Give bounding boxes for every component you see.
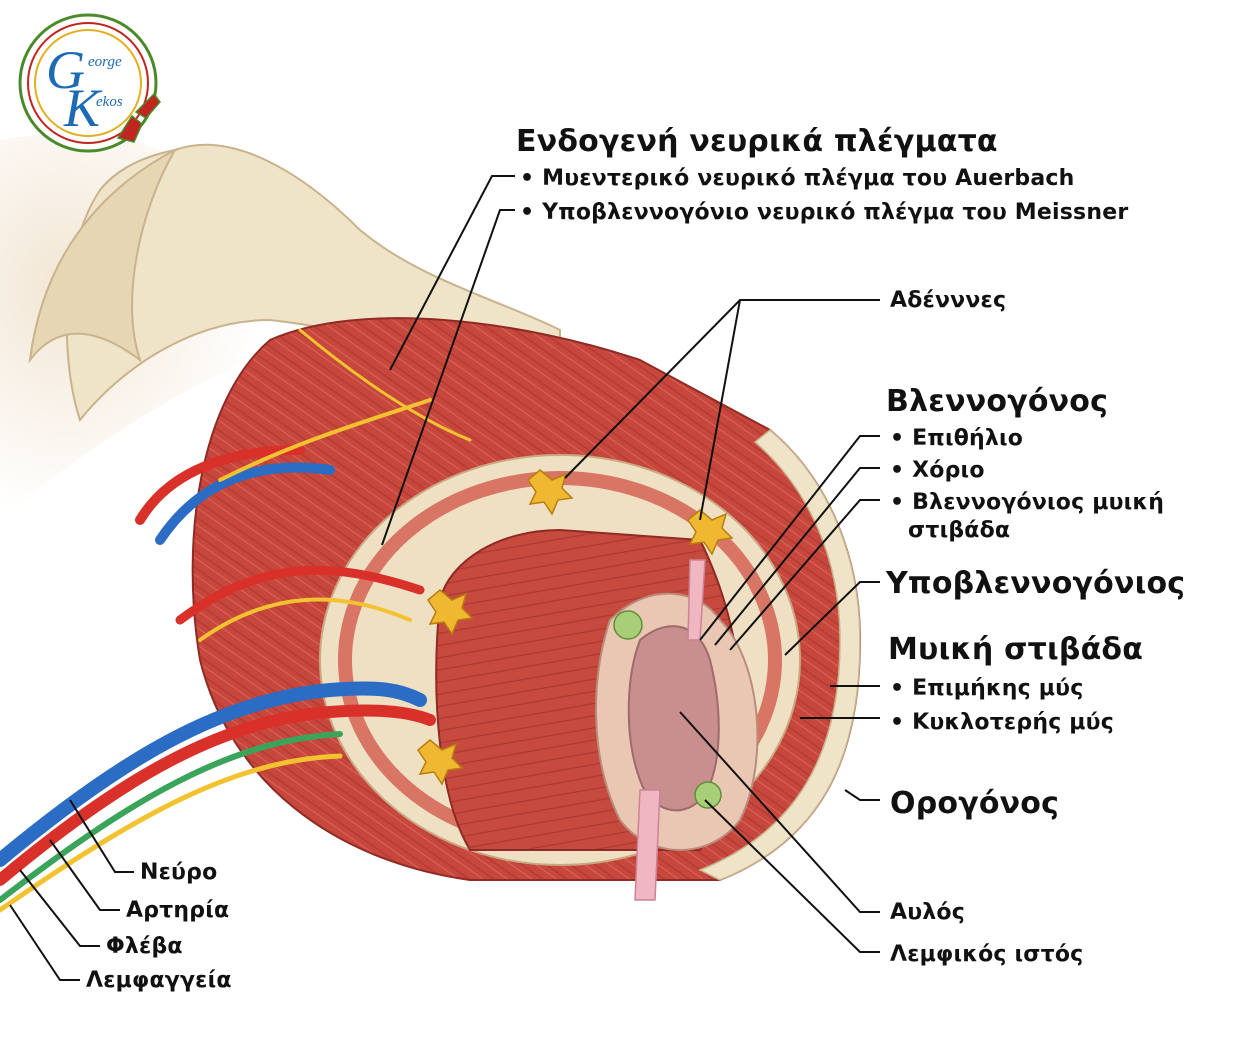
leader-lines [9,175,880,981]
leader-line [699,299,741,521]
plexus-title: Ενδογενή νευρικά πλέγματα [516,124,998,159]
muscularis-item-circular: Κυκλοτερής μύς [890,710,1114,735]
lumen-label: Αυλός [890,900,965,925]
mucosa-item-muscularis-mucosae: Βλεννογόνιος μυική [890,490,1164,515]
leader-line [714,467,880,646]
george-kekos-logo: G K eorge ekos [18,13,161,153]
logo-letter-g: G [46,40,85,100]
leader-line [704,799,880,953]
leader-line [729,499,880,651]
leader-line [9,904,80,981]
lymphoid-label: Λεμφικός ιστός [890,942,1084,967]
vessel-bundle [0,328,472,913]
vessel-label-vein: Φλέβα [106,934,183,959]
leader-line [844,789,880,801]
mucosa-title: Βλεννογόνος [886,384,1109,419]
logo-text-kekos: ekos [96,94,123,110]
serosa-rim [698,429,861,881]
mucosa-item-epithelium: Επιθήλιο [890,426,1023,451]
vessel-label-lymphatics: Λεμφαγγεία [86,968,232,993]
leader-line [19,869,100,947]
leader-line [679,711,880,913]
lymphoid-nodules [613,610,722,809]
plexus-item-auerbach: Μυεντερικό νευρικό πλέγμα του Auerbach [520,166,1074,191]
leader-line [69,799,134,873]
glands-label: Αδένννες [890,288,1007,313]
leader-line [381,209,515,546]
plexus-item-meissner: Υποβλεννογόνιο νευρικό πλέγμα του Meissn… [520,200,1128,225]
muscularis-title: Μυική στιβάδα [888,632,1144,667]
muscularis-item-longitudinal: Επιμήκης μύς [890,676,1083,701]
logo-text-george: eorge [88,54,122,70]
logo-letter-k: K [63,78,103,138]
leader-line [699,435,880,641]
submucosa-label: Υποβλεννογόνιος [886,566,1186,601]
vessel-label-nerve: Νεύρο [140,860,218,885]
logo-mark-icon [116,92,161,143]
glands-group [417,469,734,786]
leader-line [784,581,880,656]
leader-line [389,175,515,371]
mucosa-item-muscularis-mucosae-cont: στιβάδα [908,518,1011,543]
serosa-label: Ορογόνος [890,786,1060,821]
vessel-label-artery: Αρτηρία [126,898,230,923]
leader-line [49,839,120,911]
mucosa-item-lamina-propria: Χόριο [890,458,985,483]
serosa-fold [28,147,178,364]
